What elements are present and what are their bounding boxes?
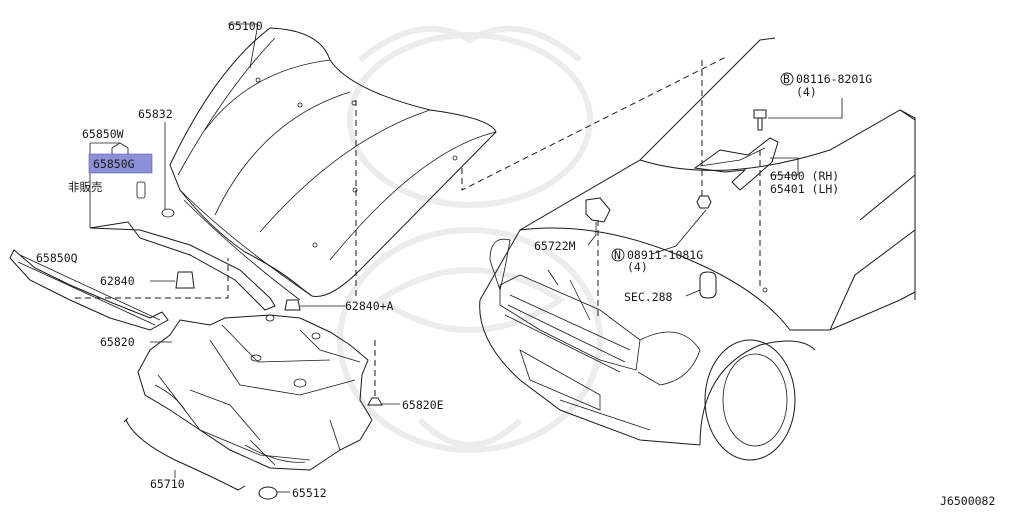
label-hood-lock-bracket: 65722M <box>534 239 576 253</box>
label-hood-seal-rear: 65832 <box>138 107 173 121</box>
label-nut: 08911-1081G <box>627 248 703 262</box>
label-rod-grommet: 65512 <box>292 486 327 500</box>
hood-lock-bracket-part <box>585 197 611 223</box>
label-hood-insulator: 65820 <box>100 335 135 349</box>
watermark-emblem <box>337 25 603 453</box>
hood-insulator-panel <box>137 314 373 471</box>
label-highlighted-part[interactable]: 65850G <box>93 157 135 171</box>
insulator-bar <box>89 221 276 311</box>
label-insulator-clip: 65820E <box>402 398 444 412</box>
label-hood-insulator-assy: 65850W <box>82 127 124 141</box>
hood-seal-plug <box>161 208 175 218</box>
label-bumper-rubber-a: 62840+A <box>345 299 394 313</box>
highlighted-part-box[interactable] <box>88 153 153 174</box>
bolt-marker-circle <box>780 72 794 86</box>
hood-hinge-leader <box>461 55 729 191</box>
bumper-rubber-a-part <box>284 299 301 311</box>
label-bolt: 08116-8201G <box>796 72 872 86</box>
label-hood: 65100 <box>228 19 263 33</box>
label-bolt-qty: (4) <box>796 85 817 99</box>
label-hinge-lh: 65401 (LH) <box>770 182 839 196</box>
support-rod <box>125 419 246 491</box>
hood-hinge-part <box>693 137 779 191</box>
rod-grommet-part <box>258 486 278 500</box>
label-nut-qty: (4) <box>627 260 648 274</box>
label-hinge-rh: 65400 (RH) <box>770 169 839 183</box>
figure-code: J6500082 <box>940 494 995 508</box>
insulator-clip-part <box>367 397 383 406</box>
label-bumper-rubber: 62840 <box>100 274 135 288</box>
nut-part <box>696 195 712 209</box>
label-front-seal: 65850Q <box>36 251 78 265</box>
label-not-sold: 非販売 <box>68 180 103 194</box>
label-support-rod: 65710 <box>150 477 185 491</box>
label-section-ref: SEC.288 <box>624 290 673 304</box>
nut-marker-circle <box>611 248 625 262</box>
front-seal-strip <box>9 249 169 331</box>
bumper-rubber-part <box>175 271 195 289</box>
nut-marker-letter: N <box>614 248 621 262</box>
section-288-part <box>699 271 717 299</box>
bolt-part <box>753 109 767 131</box>
clip-part <box>136 181 146 199</box>
bolt-marker-letter: B <box>783 72 790 86</box>
hood-panel <box>169 27 497 301</box>
vehicle-outline <box>479 37 916 461</box>
